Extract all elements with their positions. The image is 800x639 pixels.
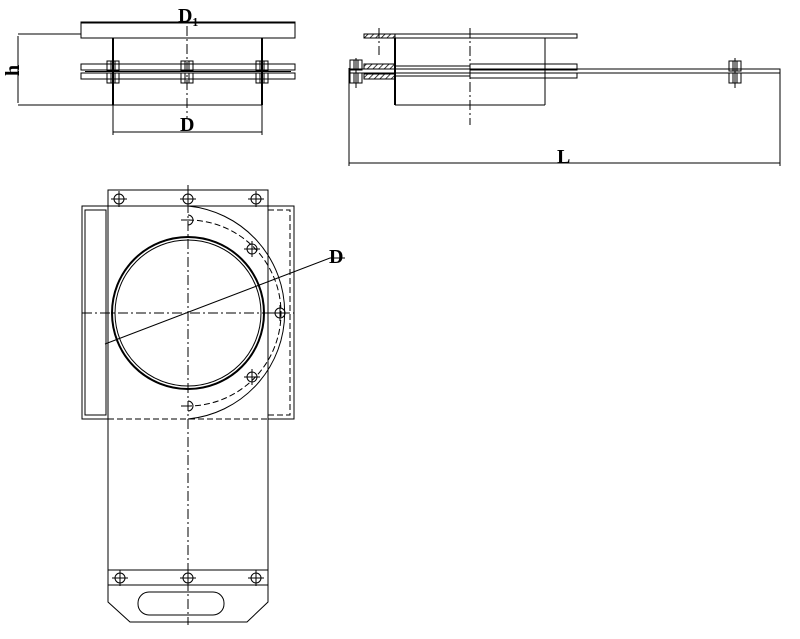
bolt-icon — [243, 368, 261, 386]
label-l: L — [557, 146, 570, 168]
bolt-icon — [247, 190, 265, 208]
bolt-side-left — [349, 58, 363, 88]
bolt-icon — [111, 569, 129, 587]
bolt-icon — [179, 569, 197, 587]
bolt-icon — [243, 240, 261, 258]
plan-view: D — [81, 185, 345, 625]
handle-slot — [137, 591, 225, 616]
label-d-plan: D — [329, 246, 343, 268]
bolt-icon — [247, 569, 265, 587]
label-d1: D₁ — [178, 5, 198, 27]
front-view: D₁ h D — [2, 5, 296, 136]
side-view: L — [348, 28, 781, 168]
leader-d — [104, 257, 345, 345]
label-d: D — [180, 114, 194, 136]
label-h: h — [2, 65, 24, 76]
top-flange-plate — [80, 21, 296, 39]
side-top-plate — [394, 33, 578, 39]
handle-plate — [107, 585, 269, 623]
flange-plate-upper — [80, 63, 296, 71]
bolt-side-right — [728, 58, 742, 88]
bolt-icon — [110, 190, 128, 208]
